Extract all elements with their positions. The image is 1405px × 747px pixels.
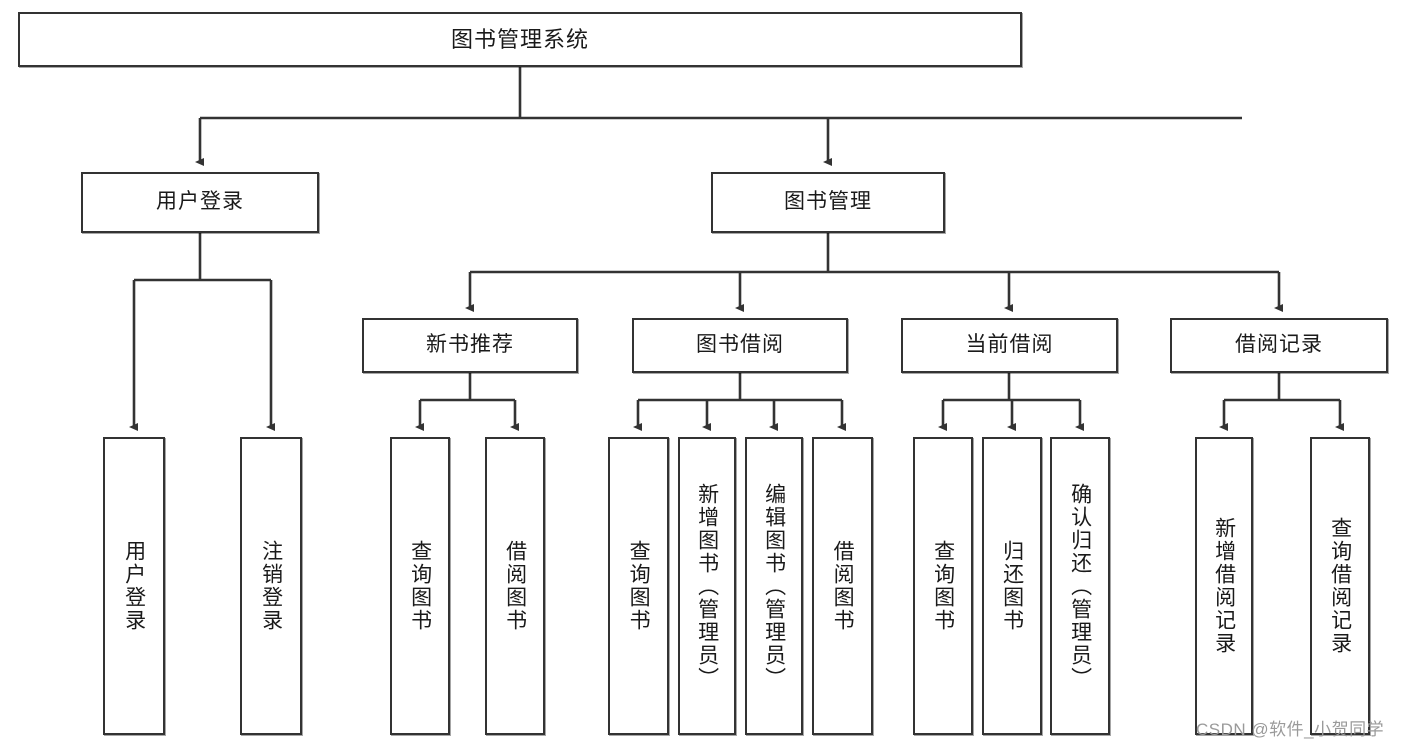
node-leaf-borrow-book-recommend[interactable]: 借阅图书 xyxy=(485,437,545,735)
node-leaf-query-borrow-record[interactable]: 查询借阅记录 xyxy=(1310,437,1370,735)
node-label: 新增借阅记录 xyxy=(1212,517,1236,655)
node-book-borrow[interactable]: 图书借阅 xyxy=(632,318,848,373)
node-borrow-record[interactable]: 借阅记录 xyxy=(1170,318,1388,373)
node-label: 查询图书 xyxy=(627,540,651,632)
node-label: 借阅记录 xyxy=(1235,333,1323,357)
node-leaf-edit-book-admin[interactable]: 编辑图书（管理员） xyxy=(745,437,803,735)
node-label: 编辑图书（管理员） xyxy=(762,482,786,690)
node-leaf-query-book-current[interactable]: 查询图书 xyxy=(913,437,973,735)
node-label: 借阅图书 xyxy=(831,540,855,632)
node-user-login[interactable]: 用户登录 xyxy=(81,172,319,233)
node-current-borrow[interactable]: 当前借阅 xyxy=(901,318,1118,373)
node-leaf-user-logout[interactable]: 注销登录 xyxy=(240,437,302,735)
node-leaf-confirm-return-admin[interactable]: 确认归还（管理员） xyxy=(1050,437,1110,735)
csdn-watermark: CSDN @软件_小贺同学 xyxy=(1196,720,1385,739)
node-label: 图书管理系统 xyxy=(450,26,589,52)
node-label: 确认归还（管理员） xyxy=(1068,482,1092,690)
node-leaf-add-book-admin[interactable]: 新增图书（管理员） xyxy=(678,437,736,735)
node-label: 新增图书（管理员） xyxy=(695,482,719,690)
node-label: 用户登录 xyxy=(122,540,146,632)
node-new-book-recommend[interactable]: 新书推荐 xyxy=(362,318,578,373)
node-label: 新书推荐 xyxy=(426,333,514,357)
node-label: 查询图书 xyxy=(931,540,955,632)
node-label: 图书借阅 xyxy=(696,333,784,357)
node-root-book-management-system[interactable]: 图书管理系统 xyxy=(18,12,1022,67)
node-label: 借阅图书 xyxy=(503,540,527,632)
node-label: 查询图书 xyxy=(408,540,432,632)
node-leaf-add-borrow-record[interactable]: 新增借阅记录 xyxy=(1195,437,1253,735)
node-label: 归还图书 xyxy=(1000,540,1024,632)
node-label: 图书管理 xyxy=(784,190,872,214)
node-leaf-borrow-book[interactable]: 借阅图书 xyxy=(812,437,873,735)
node-label: 用户登录 xyxy=(156,190,244,214)
node-leaf-query-book-borrow[interactable]: 查询图书 xyxy=(608,437,669,735)
node-label: 注销登录 xyxy=(259,540,283,632)
node-label: 当前借阅 xyxy=(965,333,1054,357)
node-leaf-user-login[interactable]: 用户登录 xyxy=(103,437,165,735)
node-leaf-return-book[interactable]: 归还图书 xyxy=(982,437,1042,735)
node-label: 查询借阅记录 xyxy=(1328,517,1352,655)
node-book-management[interactable]: 图书管理 xyxy=(711,172,945,233)
node-leaf-query-book-recommend[interactable]: 查询图书 xyxy=(390,437,450,735)
